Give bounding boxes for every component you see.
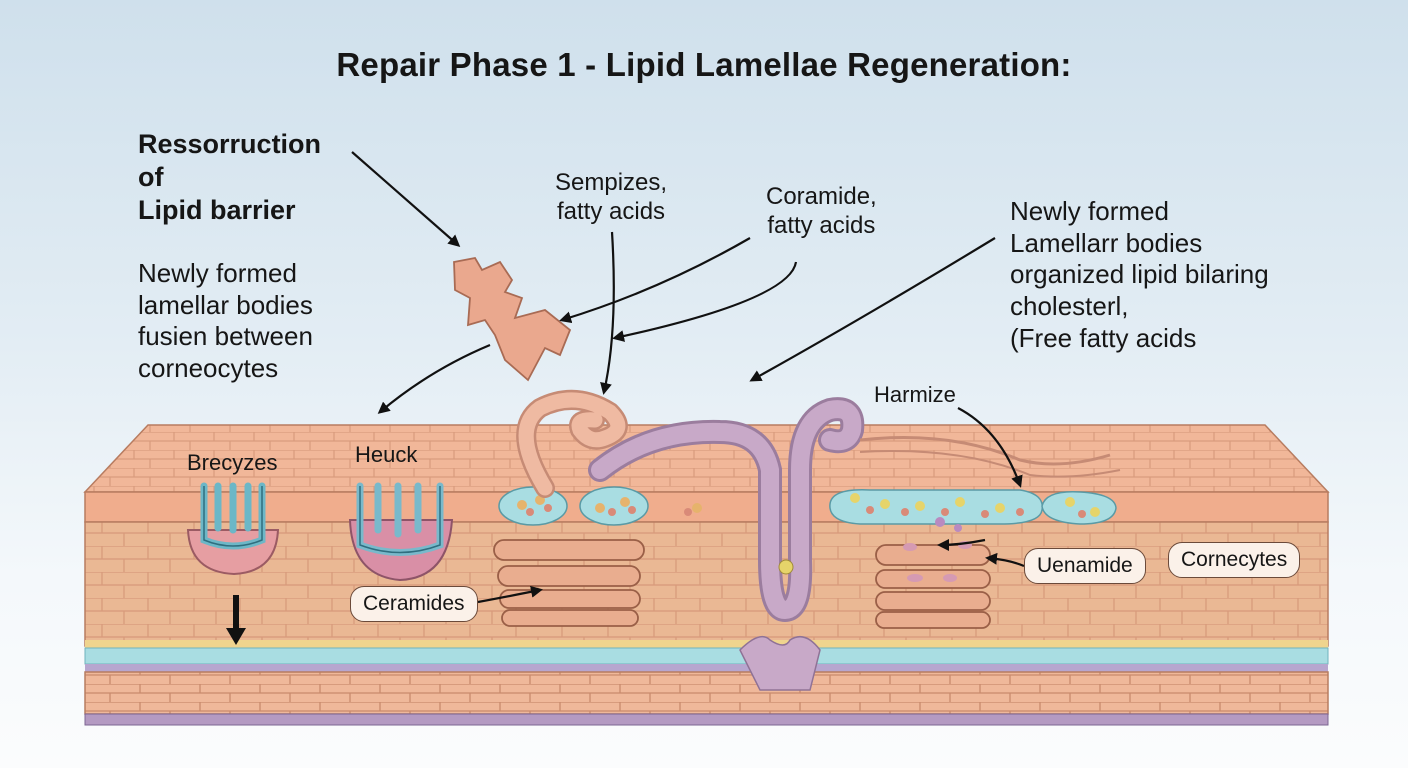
lamellae-stack-center [493,539,645,627]
stratum-corneum-band [84,491,1329,523]
heading-line-3: Lipid barrier [138,194,296,225]
heuck-lamellar-body [348,482,454,582]
pill-uenamide: Uenamide [1024,548,1146,584]
desc-line-2: lamellar bodies [138,289,313,320]
pill-cornecytes: Cornecytes [1168,542,1301,578]
basal-band-yellow [85,640,1328,648]
desc-line-1: Newly formed [138,258,297,288]
right-line-3: organized lipid bilaring [1010,259,1269,290]
lipid-duct-vessel [516,389,1121,691]
sempizes-line-1: Sempizes, [555,169,668,196]
label-lamellar-fusion: Newly formed lamellar bodies fusien betw… [138,258,313,385]
basal-band-purple [85,664,1328,672]
coramide-line-2: fatty acids [767,212,876,240]
lamellae-stack-right [875,544,991,629]
bottom-band-purple [84,713,1329,726]
label-brecyzes: Brecyzes [187,450,278,475]
epidermis-cell-layer [84,521,1329,647]
right-line-1: Newly formed [1010,196,1169,226]
coramide-line-1: Coramide, [766,183,877,210]
desc-line-3: fusien between [138,321,313,352]
pill-ceramides: Ceramides [350,586,478,622]
basal-band-cyan [84,647,1329,665]
heading-lipid-barrier: Ressorruction of Lipid barrier [138,128,321,227]
label-heuck: Heuck [355,442,418,467]
heading-line-2: of [138,161,164,192]
desc-line-4: corneocytes [138,353,279,384]
dermis-layer [84,671,1329,715]
annotation-arrows [351,151,1025,604]
diagram-title: Repair Phase 1 - Lipid Lamellae Regenera… [336,46,1072,83]
label-newly-formed-bodies: Newly formed Lamellarr bodies organized … [1010,196,1269,355]
heading-line-1: Ressorruction [138,129,322,159]
label-harmize: Harmize [874,382,956,407]
label-sempizes: Sempizes, fatty acids [555,168,667,227]
lipid-vesicles-right [829,489,1117,532]
label-coramide: Coramide, fatty acids [766,182,877,241]
brecyzes-lamellar-body [186,482,280,576]
sempizes-line-2: fatty acids [557,198,666,226]
lipid-vesicles-left [498,486,702,526]
right-line-5: (Free fatty acids [1010,322,1197,353]
lipid-barrier-fragment [453,256,572,382]
right-line-4: cholesterl, [1010,291,1129,322]
right-line-2: Lamellarr bodies [1010,227,1203,258]
